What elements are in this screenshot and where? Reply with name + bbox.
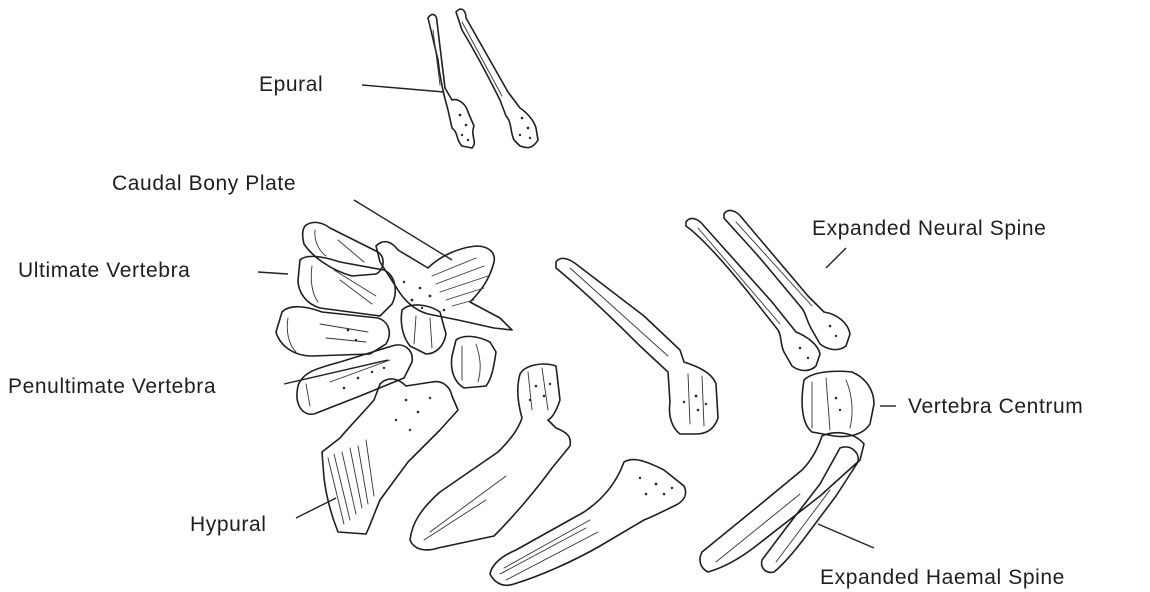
lower-expanded-bone — [490, 460, 686, 586]
right-centrum-haemal — [700, 371, 874, 572]
label-epural: Epural — [259, 74, 323, 95]
label-expanded-haemal-spine: Expanded Haemal Spine — [820, 567, 1065, 588]
label-expanded-neural-spine: Expanded Neural Spine — [812, 218, 1046, 239]
label-vertebra-centrum: Vertebra Centrum — [908, 396, 1083, 417]
label-ultimate-vertebra: Ultimate Vertebra — [18, 260, 190, 281]
label-caudal-bony-plate: Caudal Bony Plate — [112, 173, 296, 194]
epural-bones — [428, 9, 538, 148]
neural-spine-with-centrum — [556, 258, 718, 434]
leader-lines — [258, 85, 896, 548]
label-penultimate-vertebra: Penultimate Vertebra — [8, 376, 216, 397]
label-hypural: Hypural — [190, 514, 267, 535]
middle-vertebra-haemal — [410, 364, 570, 550]
